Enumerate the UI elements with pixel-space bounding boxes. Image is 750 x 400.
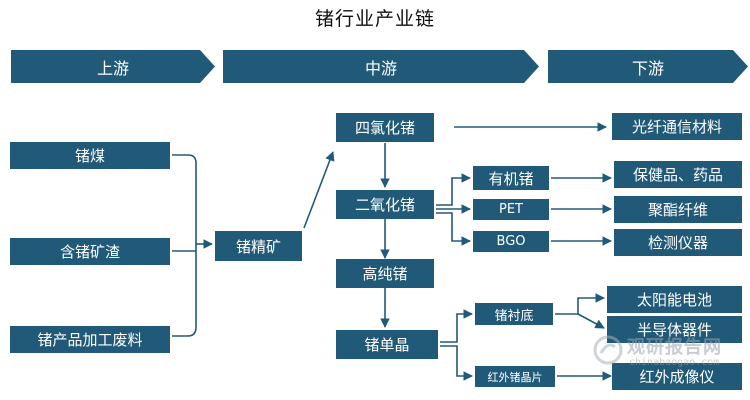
- substrate-to-solar-arrow: [555, 293, 605, 315]
- stage-arrow-shape: [11, 50, 215, 83]
- midstream-single-crystal: 锗单晶: [336, 330, 438, 359]
- downstream-health: 保健品、药品: [614, 161, 742, 188]
- downstream-infrared: 红外成像仪: [612, 363, 742, 390]
- stage-arrow-shape: [548, 50, 748, 83]
- intermediate-organic: 有机锗: [473, 166, 549, 190]
- upstream-germanium-coal: 锗煤: [10, 142, 170, 169]
- upstream-processing-waste: 锗产品加工废料: [10, 326, 170, 353]
- downstream-instruments: 检测仪器: [614, 229, 742, 256]
- germanium-concentrate: 锗精矿: [215, 231, 302, 261]
- stage-midstream-label: 中游: [364, 58, 397, 78]
- intermediate-ir-wafer: 红外锗晶片: [475, 366, 555, 387]
- downstream-fiber: 光纤通信材料: [612, 113, 742, 140]
- stage-midstream: 中游: [223, 50, 539, 83]
- stage-upstream: 上游: [11, 50, 215, 83]
- stage-downstream: 下游: [548, 50, 748, 83]
- crystal-to-substrate-arrow: [440, 309, 473, 343]
- diagram-title: 锗行业产业链: [314, 8, 435, 30]
- ore-to-gecl4-arrow: [303, 151, 335, 229]
- substrate-to-semiconductor-arrow: [577, 313, 605, 329]
- upstream-bracket: [172, 154, 197, 337]
- watermark: 观研报告网 chinabaogao.com: [593, 329, 748, 377]
- intermediate-pet: PET: [473, 199, 549, 220]
- watermark-url: chinabaogao.com: [629, 357, 720, 368]
- downstream-polyester: 聚酯纤维: [614, 196, 742, 223]
- midstream-gecl4: 四氯化锗: [336, 113, 434, 142]
- upstream-germanium-slag: 含锗矿渣: [10, 238, 170, 265]
- midstream-geo2: 二氧化锗: [336, 190, 434, 219]
- watermark-logo-icon: [593, 335, 623, 365]
- downstream-solar: 太阳能电池: [607, 286, 742, 313]
- intermediate-substrate: 锗衬底: [475, 303, 553, 325]
- geo2-to-organic-arrow: [436, 173, 471, 206]
- stage-downstream-label: 下游: [631, 58, 664, 78]
- downstream-semiconductor: 半导体器件: [607, 316, 742, 343]
- stage-upstream-label: 上游: [96, 58, 129, 78]
- geo2-to-bgo-arrow: [436, 212, 471, 246]
- stage-arrow-shape: [223, 50, 539, 83]
- midstream-high-purity: 高纯锗: [336, 259, 434, 288]
- watermark-name: 观研报告网: [627, 337, 722, 358]
- crystal-to-irwafer-arrow: [440, 345, 473, 381]
- intermediate-bgo: BGO: [473, 231, 549, 252]
